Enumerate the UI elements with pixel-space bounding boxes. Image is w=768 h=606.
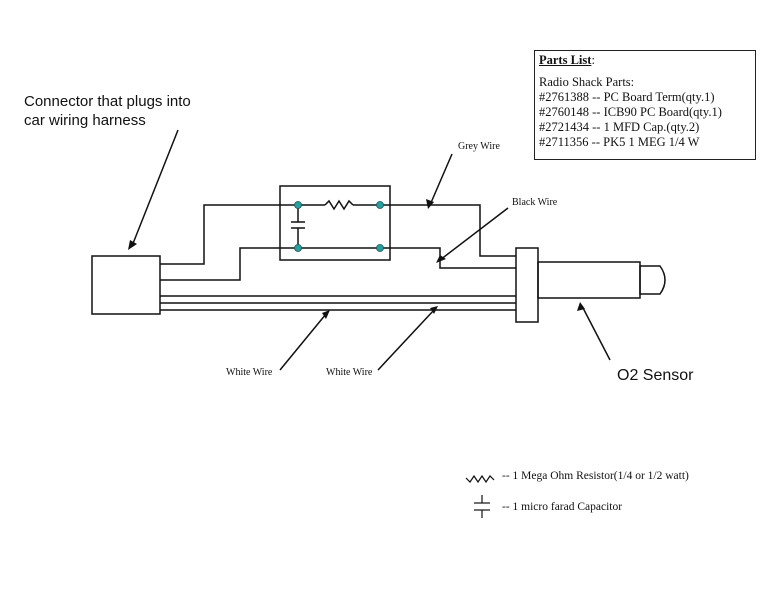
pc-board-box [279,185,391,261]
parts-list-item: #2760148 -- ICB90 PC Board(qty.1) [539,105,722,119]
o2-sensor-body [537,261,641,299]
parts-list-item: #2761388 -- PC Board Term(qty.1) [539,90,715,104]
black-wire-label: Black Wire [512,197,558,208]
node-tl [294,201,302,209]
o2-sensor-arrow [581,305,611,361]
grey-wire-label: Grey Wire [458,141,500,152]
white-wire-right-label: White Wire [326,367,373,378]
black-wire-arrow [439,207,509,261]
white-wire-right-arrow [377,309,435,371]
grey-wire-arrow [429,153,453,206]
black-wire-out [380,247,516,269]
parts-list-title: Parts List [539,53,592,67]
node-tr [376,201,384,209]
parts-list-item: #2721434 -- 1 MFD Cap.(qty.2) [539,120,700,134]
connector-block [91,255,161,315]
resistor-icon [324,199,354,211]
white-wire-left-arrow [279,313,327,371]
white-wire-left-label: White Wire [226,367,273,378]
parts-list-box: Parts List: Radio Shack Parts: #2761388 … [534,50,756,160]
o2-sensor-flange [515,247,539,323]
o2-sensor-tip [639,265,666,295]
legend-capacitor-text: -- 1 micro farad Capacitor [502,501,623,513]
connector-arrow [131,129,179,247]
grey-wire [160,204,300,265]
legend-resistor-text: -- 1 Mega Ohm Resistor(1/4 or 1/2 watt) [502,470,689,482]
node-bl [294,244,302,252]
black-wire-in [160,247,298,281]
legend-resistor-icon [465,474,495,484]
node-br [376,244,384,252]
parts-list-item: #2711356 -- PK5 1 MEG 1/4 W [539,135,700,149]
parts-list-subtitle: Radio Shack Parts: [539,75,635,89]
connector-label: Connector that plugs into car wiring har… [24,93,191,129]
o2-sensor-label: O2 Sensor [617,367,694,384]
